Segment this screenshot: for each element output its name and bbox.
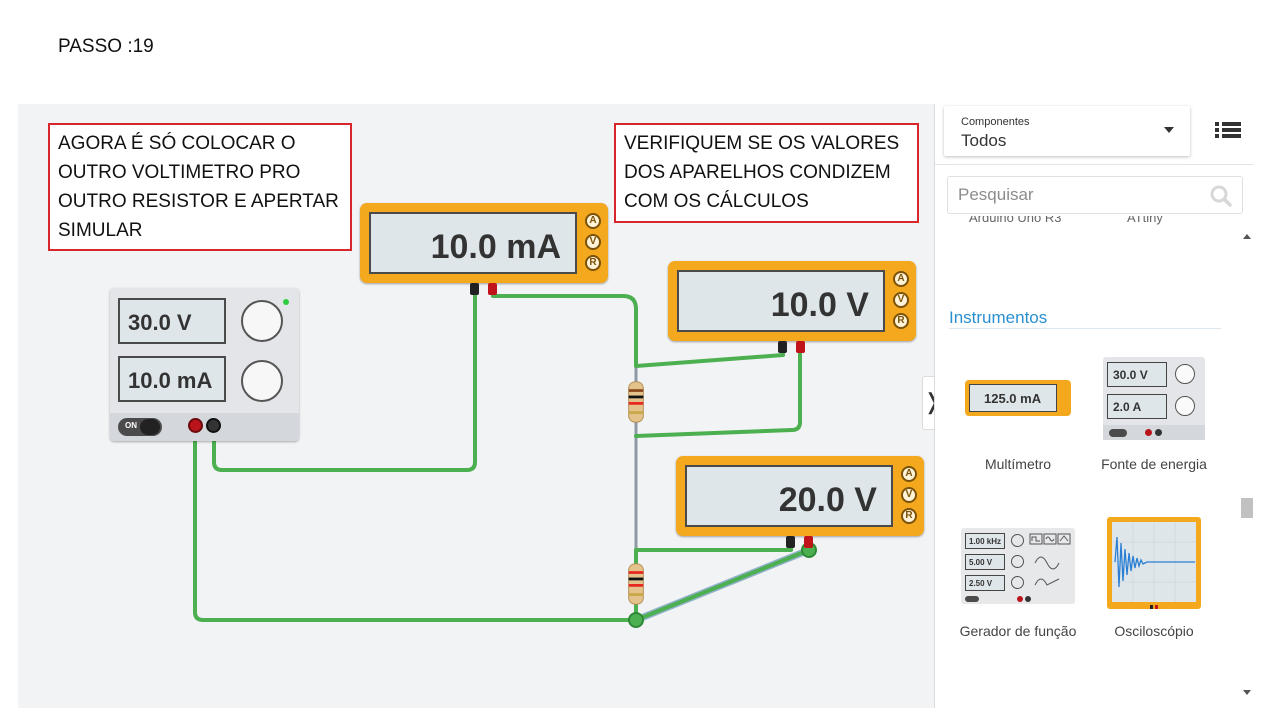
current-knob[interactable] bbox=[241, 360, 283, 402]
mode-button-v[interactable]: V bbox=[585, 234, 601, 250]
terminal-icon bbox=[1017, 596, 1023, 602]
component-multimeter-thumb[interactable]: 125.0 mA bbox=[965, 380, 1071, 416]
psu-terminal-negative[interactable] bbox=[206, 418, 221, 433]
switch-icon bbox=[1109, 429, 1127, 437]
list-item-arduino[interactable]: Arduino Uno R3 bbox=[969, 216, 1062, 225]
psu-terminal-positive[interactable] bbox=[188, 418, 203, 433]
mode-button-v[interactable]: V bbox=[893, 292, 909, 308]
search-icon[interactable] bbox=[1210, 185, 1232, 207]
multimeter-thumb-display: 125.0 mA bbox=[969, 384, 1057, 412]
switch-icon bbox=[965, 596, 979, 602]
terminal-icon bbox=[1025, 596, 1031, 602]
waveform-icon bbox=[1029, 533, 1071, 586]
power-switch[interactable]: ON bbox=[118, 418, 162, 436]
component-label-function-generator[interactable]: Gerador de função bbox=[959, 623, 1077, 639]
component-function-generator-thumb[interactable]: 1.00 kHz 5.00 V 2.50 V bbox=[961, 528, 1075, 604]
multimeter-voltmeter-bottom[interactable]: 20.0 V A V R bbox=[676, 456, 924, 536]
power-switch-label: ON bbox=[125, 421, 137, 430]
panel-scrollbar[interactable] bbox=[1237, 224, 1254, 708]
multimeter-voltmeter-top[interactable]: 10.0 V A V R bbox=[668, 261, 916, 341]
component-label-power-supply[interactable]: Fonte de energia bbox=[1101, 456, 1207, 472]
search-input[interactable] bbox=[948, 177, 1218, 213]
resistor-top[interactable] bbox=[626, 380, 646, 424]
voltmeter-top-probe-black[interactable] bbox=[778, 341, 787, 353]
wire-voltmeter-top-black[interactable] bbox=[634, 352, 785, 368]
fg-thumb-amplitude: 5.00 V bbox=[965, 554, 1005, 570]
mode-button-a[interactable]: A bbox=[893, 271, 909, 287]
psu-thumb-bottom bbox=[1103, 425, 1205, 440]
knob-icon bbox=[1011, 576, 1024, 589]
mode-button-a[interactable]: A bbox=[901, 466, 917, 482]
voltage-knob[interactable] bbox=[241, 300, 283, 342]
scroll-down-icon[interactable] bbox=[1243, 690, 1251, 695]
component-label-oscilloscope[interactable]: Osciloscópio bbox=[1114, 623, 1194, 639]
step-title: PASSO :19 bbox=[58, 36, 154, 57]
psu-thumb-current: 2.0 A bbox=[1107, 394, 1167, 419]
dropdown-caption: Componentes bbox=[961, 116, 1030, 128]
mode-button-r[interactable]: R bbox=[585, 255, 601, 271]
psu-controls: ON bbox=[110, 413, 299, 441]
terminal-icon bbox=[1145, 429, 1152, 436]
terminal-icon bbox=[1155, 429, 1162, 436]
psu-current-display: 10.0 mA bbox=[118, 356, 226, 402]
power-supply[interactable]: 30.0 V 10.0 mA ON bbox=[110, 288, 299, 441]
voltmeter-bottom-probe-black[interactable] bbox=[786, 536, 795, 548]
wire-psu-to-junction[interactable] bbox=[193, 426, 638, 622]
wire-voltmeter-top-red[interactable] bbox=[634, 352, 802, 438]
components-dropdown[interactable]: Componentes Todos bbox=[944, 106, 1190, 156]
knob-icon bbox=[1175, 364, 1195, 384]
knob-icon bbox=[1175, 396, 1195, 416]
knob-icon bbox=[1011, 534, 1024, 547]
wire-ammeter-to-resistor[interactable] bbox=[491, 294, 638, 368]
simulator-screen: 10.0 mA A V R 10.0 V A V R 20.0 V A V R … bbox=[18, 104, 1254, 708]
components-panel: Componentes Todos Arduino Uno R3 ATtiny … bbox=[934, 104, 1254, 708]
voltmeter-bottom-display: 20.0 V bbox=[685, 465, 893, 527]
instruction-note-left: AGORA É SÓ COLOCAR O OUTRO VOLTIMETRO PR… bbox=[48, 123, 352, 251]
voltmeter-top-display: 10.0 V bbox=[677, 270, 885, 332]
list-item-attiny[interactable]: ATtiny bbox=[1127, 216, 1163, 225]
caret-down-icon bbox=[1164, 127, 1174, 133]
wire-ammeter-to-psu[interactable] bbox=[212, 294, 477, 472]
section-divider bbox=[949, 328, 1221, 329]
wire-voltmeter-bottom-black[interactable] bbox=[634, 542, 793, 552]
section-title-instruments: Instrumentos bbox=[949, 308, 1048, 327]
divider bbox=[935, 164, 1254, 165]
status-led-icon bbox=[283, 299, 289, 305]
knob-icon bbox=[1011, 555, 1024, 568]
instruction-note-right: VERIFIQUEM SE OS VALORES DOS APARELHOS C… bbox=[614, 123, 919, 223]
component-label-multimeter[interactable]: Multímetro bbox=[984, 456, 1052, 472]
voltmeter-top-probe-red[interactable] bbox=[796, 341, 805, 353]
voltmeter-bottom-probe-red[interactable] bbox=[804, 536, 813, 548]
ammeter-probe-red[interactable] bbox=[488, 283, 497, 295]
fg-thumb-frequency: 1.00 kHz bbox=[965, 533, 1005, 549]
multimeter-ammeter[interactable]: 10.0 mA A V R bbox=[360, 203, 608, 283]
component-power-supply-thumb[interactable]: 30.0 V 2.0 A bbox=[1103, 357, 1205, 440]
search-box[interactable] bbox=[947, 176, 1243, 214]
component-oscilloscope-thumb[interactable] bbox=[1107, 517, 1201, 611]
mode-button-a[interactable]: A bbox=[585, 213, 601, 229]
mode-button-v[interactable]: V bbox=[901, 487, 917, 503]
scroll-thumb[interactable] bbox=[1241, 498, 1253, 518]
psu-thumb-voltage: 30.0 V bbox=[1107, 362, 1167, 387]
dropdown-value: Todos bbox=[961, 131, 1007, 150]
list-view-icon[interactable] bbox=[1207, 114, 1247, 146]
ammeter-probe-black[interactable] bbox=[470, 283, 479, 295]
fg-thumb-offset: 2.50 V bbox=[965, 575, 1005, 591]
mode-button-r[interactable]: R bbox=[893, 313, 909, 329]
wire-voltmeter-bottom-red[interactable] bbox=[634, 548, 811, 622]
junction-node-bottom[interactable] bbox=[628, 612, 644, 628]
psu-voltage-display: 30.0 V bbox=[118, 298, 226, 344]
switch-thumb bbox=[140, 419, 160, 435]
mode-button-r[interactable]: R bbox=[901, 508, 917, 524]
resistor-bottom[interactable] bbox=[626, 562, 646, 606]
scroll-up-icon[interactable] bbox=[1243, 234, 1251, 239]
ammeter-display: 10.0 mA bbox=[369, 212, 577, 274]
